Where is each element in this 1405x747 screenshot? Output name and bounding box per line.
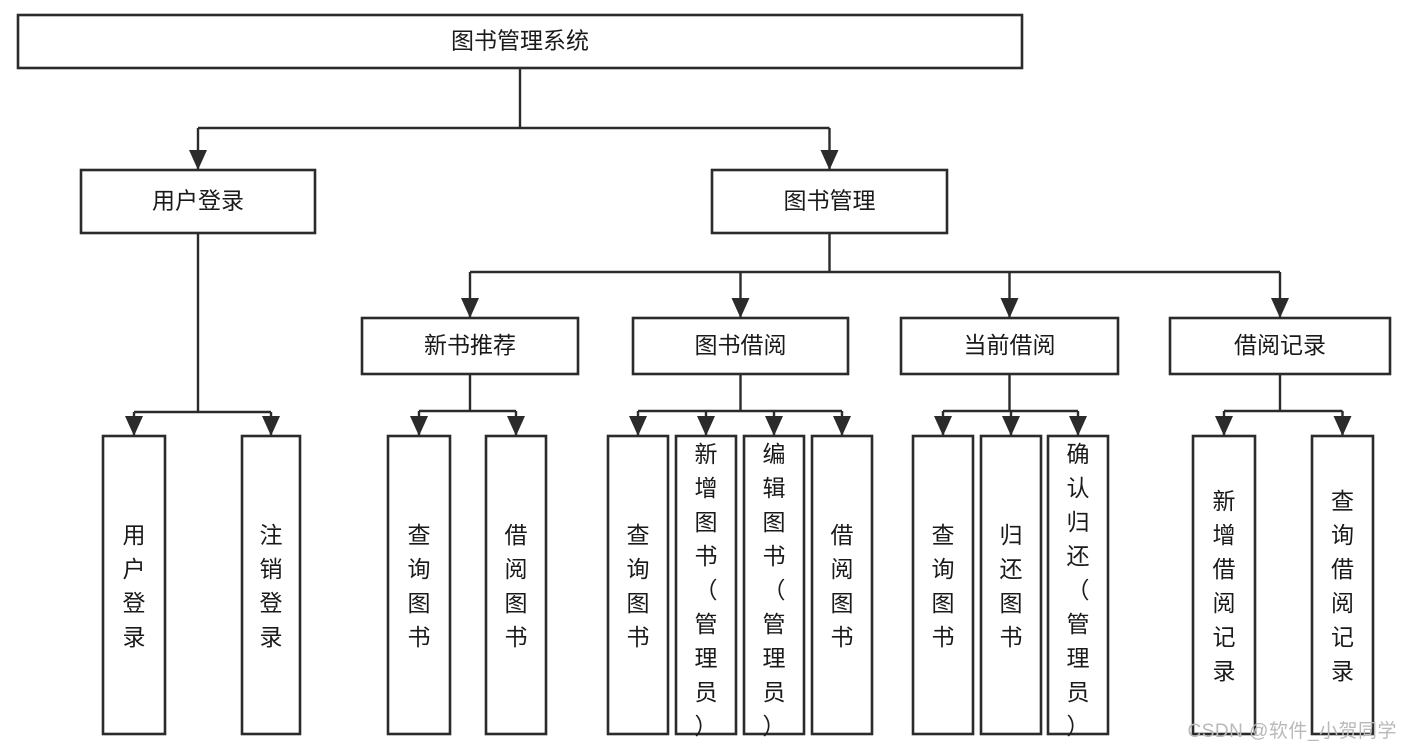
node-leaf-borrow-book-1-label: 借阅图书 <box>505 522 528 650</box>
node-leaf-user-login-label: 用户登录 <box>123 522 146 650</box>
node-user-login[interactable]: 用户登录 <box>79 168 317 235</box>
user-login-arrow-0 <box>125 416 143 436</box>
node-borrow-record-label: 借阅记录 <box>1234 332 1326 358</box>
node-leaf-borrow-book-2[interactable]: 借阅图书 <box>810 434 874 736</box>
node-leaf-query-book-3-box <box>911 434 975 736</box>
node-new-book-rec[interactable]: 新书推荐 <box>360 316 580 376</box>
node-current-borrow[interactable]: 当前借阅 <box>899 316 1120 376</box>
node-leaf-add-record-box <box>1191 434 1257 736</box>
node-leaf-query-record-label: 查询借阅记录 <box>1331 488 1354 684</box>
node-leaf-add-book-label: 新增图书（管理员） <box>695 441 718 739</box>
node-leaf-logout-label: 注销登录 <box>260 522 283 650</box>
node-leaf-query-book-2[interactable]: 查询图书 <box>606 434 670 736</box>
node-leaf-confirm-return-label: 确认归还（管理员） <box>1067 441 1090 739</box>
node-leaf-query-book-2-box <box>606 434 670 736</box>
node-leaf-user-login[interactable]: 用户登录 <box>101 434 167 736</box>
book-manage-arrow-0 <box>461 298 479 318</box>
book-borrow-arrow-3 <box>833 416 851 436</box>
node-leaf-edit-book-label: 编辑图书（管理员） <box>763 441 786 739</box>
node-leaf-edit-book-box <box>742 434 806 736</box>
node-leaf-confirm-return[interactable]: 确认归还（管理员） <box>1046 434 1110 739</box>
node-book-manage-label: 图书管理 <box>784 188 876 214</box>
node-new-book-rec-label: 新书推荐 <box>424 332 516 358</box>
current-borrow-arrow-1 <box>1002 416 1020 436</box>
node-leaf-borrow-book-2-box <box>810 434 874 736</box>
book-manage-arrow-2 <box>1000 298 1019 318</box>
node-leaf-logout-box <box>240 434 302 736</box>
node-user-login-box <box>79 168 317 235</box>
node-book-manage-box <box>710 168 949 235</box>
node-root-label: 图书管理系统 <box>451 28 589 54</box>
node-borrow-record[interactable]: 借阅记录 <box>1168 316 1392 376</box>
watermark-label: CSDN @软件_小贺同学 <box>1187 721 1397 742</box>
current-borrow-arrow-0 <box>934 416 952 436</box>
node-root-box <box>16 13 1024 70</box>
node-book-borrow-label: 图书借阅 <box>695 332 787 358</box>
node-leaf-add-record-label: 新增借阅记录 <box>1213 488 1236 684</box>
node-leaf-logout[interactable]: 注销登录 <box>240 434 302 736</box>
new-book-rec-arrow-1 <box>507 416 525 436</box>
book-manage-arrow-3 <box>1271 298 1289 318</box>
node-leaf-borrow-book-1[interactable]: 借阅图书 <box>484 434 548 736</box>
node-current-borrow-box <box>899 316 1120 376</box>
node-leaf-confirm-return-box <box>1046 434 1110 736</box>
user-login-arrow-1 <box>262 416 280 436</box>
root-arrow-1 <box>820 150 839 170</box>
node-leaf-return-book-label: 归还图书 <box>1000 522 1023 650</box>
book-borrow-arrow-1 <box>697 416 715 436</box>
node-user-login-label: 用户登录 <box>152 188 244 214</box>
node-book-borrow[interactable]: 图书借阅 <box>631 316 850 376</box>
connector-lines-layer <box>125 68 1352 436</box>
node-leaf-add-book-box <box>674 434 738 736</box>
node-leaf-query-book-2-label: 查询图书 <box>627 522 650 650</box>
node-leaf-add-book[interactable]: 新增图书（管理员） <box>674 434 738 739</box>
node-leaf-query-book-1-label: 查询图书 <box>408 522 431 650</box>
node-root[interactable]: 图书管理系统 <box>16 13 1024 70</box>
node-borrow-record-box <box>1168 316 1392 376</box>
node-book-borrow-box <box>631 316 850 376</box>
node-new-book-rec-box <box>360 316 580 376</box>
node-leaf-query-book-3-label: 查询图书 <box>932 522 955 650</box>
node-leaf-query-record[interactable]: 查询借阅记录 <box>1310 434 1375 736</box>
node-book-manage[interactable]: 图书管理 <box>710 168 949 235</box>
node-leaf-edit-book[interactable]: 编辑图书（管理员） <box>742 434 806 739</box>
node-leaf-query-record-box <box>1310 434 1375 736</box>
node-leaf-query-book-1[interactable]: 查询图书 <box>386 434 452 736</box>
node-leaf-query-book-1-box <box>386 434 452 736</box>
node-leaf-return-book[interactable]: 归还图书 <box>979 434 1043 736</box>
node-current-borrow-label: 当前借阅 <box>964 332 1056 358</box>
node-leaf-query-book-3[interactable]: 查询图书 <box>911 434 975 736</box>
node-leaf-user-login-box <box>101 434 167 736</box>
nodes-layer: 图书管理系统用户登录图书管理新书推荐图书借阅当前借阅借阅记录用户登录注销登录查询… <box>16 13 1392 739</box>
borrow-record-arrow-0 <box>1215 416 1233 436</box>
book-manage-arrow-1 <box>731 298 750 318</box>
book-borrow-arrow-0 <box>629 416 647 436</box>
new-book-rec-arrow-0 <box>410 416 428 436</box>
root-arrow-0 <box>189 150 207 170</box>
node-leaf-add-record[interactable]: 新增借阅记录 <box>1191 434 1257 736</box>
node-leaf-return-book-box <box>979 434 1043 736</box>
book-borrow-arrow-2 <box>765 416 783 436</box>
current-borrow-arrow-2 <box>1069 416 1087 436</box>
borrow-record-arrow-1 <box>1333 416 1352 436</box>
node-leaf-borrow-book-2-label: 借阅图书 <box>831 522 854 650</box>
node-leaf-borrow-book-1-box <box>484 434 548 736</box>
